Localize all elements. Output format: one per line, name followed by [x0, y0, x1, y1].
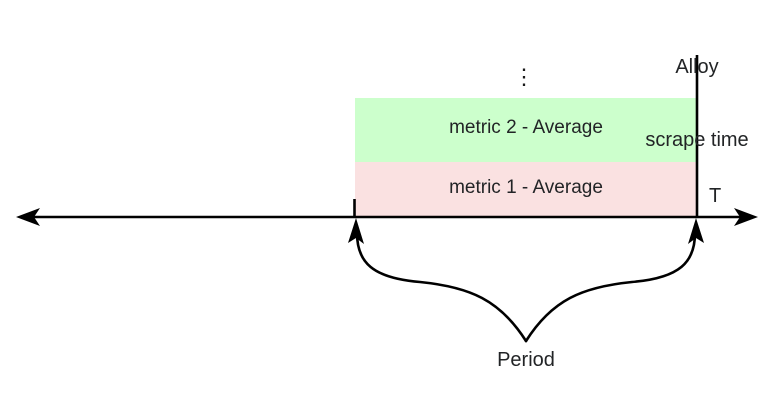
metric-1-bar-label: metric 1 - Average: [449, 177, 603, 198]
alloy-scrape-time-label-line2: scrape time: [645, 128, 749, 151]
metric-2-bar-label: metric 2 - Average: [449, 117, 603, 138]
alloy-scrape-time-label-line1: Alloy: [675, 55, 719, 78]
period-brace-left-arrowhead: [348, 218, 364, 244]
time-axis-label: T: [709, 185, 722, 207]
time-axis-left-arrowhead: [16, 208, 40, 226]
metric-2-bar: [355, 98, 697, 162]
period-brace-right-arrowhead: [688, 218, 704, 244]
metric-1-bar: [355, 162, 697, 217]
period-brace-right-half: [524, 231, 697, 343]
time-axis-right-arrowhead: [734, 208, 758, 226]
alloy-scrape-time-label: Alloy scrape time: [597, 6, 776, 201]
period-brace-left-half: [355, 231, 528, 343]
period-label: Period: [497, 349, 555, 371]
vertical-ellipsis-icon: ⋮: [513, 64, 535, 89]
